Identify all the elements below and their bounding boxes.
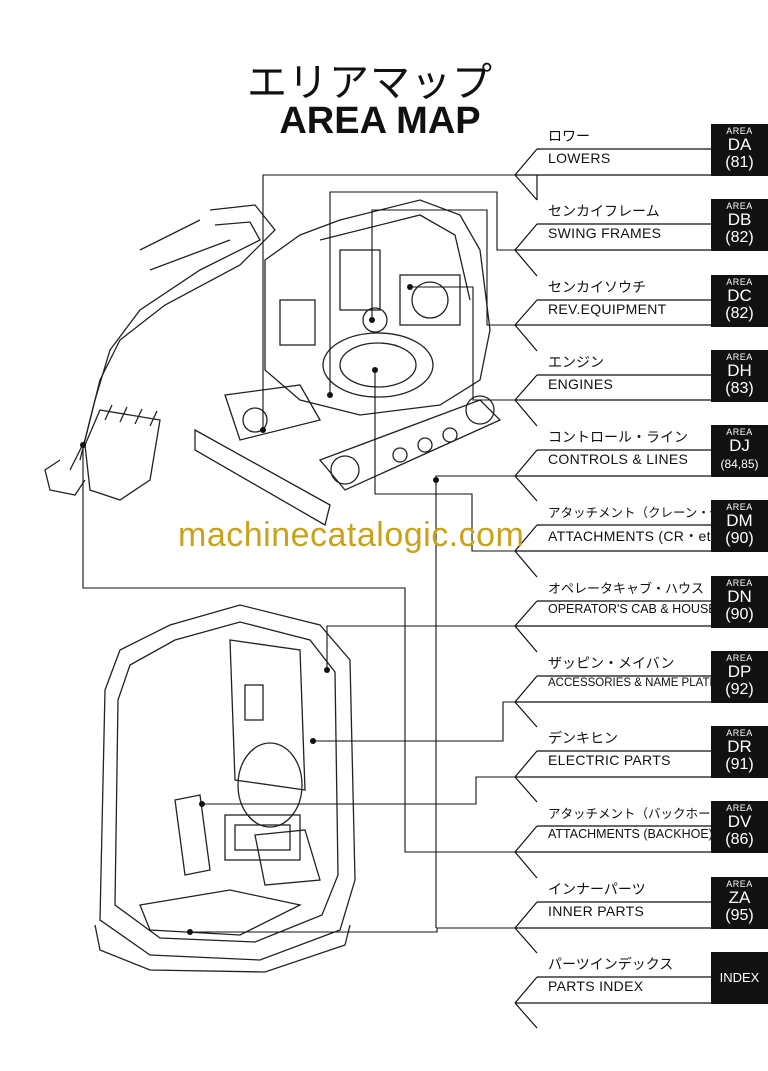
area-row-dh[interactable]: エンジン ENGINES AREA DH (83): [515, 350, 768, 402]
page-title-jp: エリアマップ: [247, 60, 493, 106]
area-name-jp: パーツインデックス: [548, 957, 674, 973]
area-label: AREA: [726, 126, 753, 136]
area-code: DM: [726, 511, 753, 530]
area-code: DC: [727, 286, 752, 305]
area-page: (90): [725, 530, 754, 547]
area-page: (82): [725, 229, 754, 246]
area-badge: AREA DC (82): [711, 275, 768, 327]
area-code: DB: [727, 210, 752, 229]
area-row-dn[interactable]: オペレータキャブ・ハウス OPERATOR'S CAB & HOUSE AREA…: [515, 576, 768, 628]
page-title-en: AREA MAP: [279, 100, 481, 142]
area-row-db[interactable]: センカイフレーム SWING FRAMES AREA DB (82): [515, 199, 768, 251]
area-row-index[interactable]: パーツインデックス PARTS INDEX INDEX: [515, 952, 768, 1004]
callout-leaders: [82, 174, 515, 933]
area-name-jp: センカイソウチ: [548, 280, 646, 296]
area-badge: AREA DA (81): [711, 124, 768, 176]
area-name-en: REV.EQUIPMENT: [548, 301, 667, 317]
area-label: AREA: [726, 502, 753, 512]
area-badge: AREA DH (83): [711, 350, 768, 402]
index-badge: INDEX: [711, 952, 768, 1004]
area-badge: AREA DB (82): [711, 199, 768, 251]
area-label: AREA: [726, 427, 753, 437]
area-badge: AREA DJ (84,85): [711, 425, 768, 477]
area-name-en: INNER PARTS: [548, 903, 645, 919]
area-badge: AREA DP (92): [711, 651, 768, 703]
area-row-dm[interactable]: アタッチメント（クレーン・他） ATTACHMENTS (CR・etc) ARE…: [515, 500, 768, 552]
area-badge: AREA DN (90): [711, 576, 768, 628]
area-page: (86): [725, 831, 754, 848]
area-name-en: ATTACHMENTS (CR・etc): [548, 528, 724, 544]
area-row-dj[interactable]: コントロール・ライン CONTROLS & LINES AREA DJ (84,…: [515, 425, 768, 477]
area-name-en: LOWERS: [548, 150, 611, 166]
excavator-illustration: [44, 199, 502, 526]
area-name-en: ATTACHMENTS (BACKHOE): [548, 827, 713, 841]
area-code: DV: [727, 812, 752, 831]
cab-illustration: [94, 604, 356, 973]
area-name-jp: センカイフレーム: [548, 204, 660, 220]
area-name-jp: ザッピン・メイバン: [548, 656, 675, 672]
area-row-dc[interactable]: センカイソウチ REV.EQUIPMENT AREA DC (82): [515, 275, 768, 327]
area-page: (83): [725, 380, 754, 397]
area-row-dp[interactable]: ザッピン・メイバン ACCESSORIES & NAME PLATES AREA…: [515, 651, 768, 703]
area-label: AREA: [726, 728, 753, 738]
area-name-jp: エンジン: [548, 355, 604, 371]
index-label: INDEX: [719, 970, 760, 985]
area-code: DN: [727, 587, 752, 606]
area-code: DP: [727, 662, 752, 681]
area-badge: AREA DR (91): [711, 726, 768, 778]
area-name-jp: コントロール・ライン: [548, 430, 688, 446]
area-name-jp: オペレータキャブ・ハウス: [548, 582, 705, 597]
area-label: AREA: [726, 352, 753, 362]
area-name-en: OPERATOR'S CAB & HOUSE: [548, 602, 717, 616]
area-page: (81): [725, 154, 754, 171]
area-name-en: ELECTRIC PARTS: [548, 752, 671, 768]
area-name-en: SWING FRAMES: [548, 225, 662, 241]
area-code: DR: [727, 737, 752, 756]
area-name-en: ENGINES: [548, 376, 614, 392]
callout-dots: [80, 284, 439, 935]
area-badge: AREA ZA (95): [711, 877, 768, 929]
area-page: (84,85): [720, 457, 759, 471]
area-name-jp: デンキヒン: [548, 731, 618, 747]
area-row-dr[interactable]: デンキヒン ELECTRIC PARTS AREA DR (91): [515, 726, 768, 778]
area-code: ZA: [728, 888, 751, 907]
area-page: (92): [725, 681, 754, 698]
row-frames: [514, 148, 711, 1029]
area-label: AREA: [726, 879, 753, 889]
area-row-da[interactable]: ロワー LOWERS AREA DA (81): [515, 124, 768, 176]
area-page: (95): [725, 907, 754, 924]
area-label: AREA: [726, 277, 753, 287]
area-page: (91): [725, 756, 754, 773]
area-name-en: CONTROLS & LINES: [548, 451, 689, 467]
area-name-en: ACCESSORIES & NAME PLATES: [548, 677, 725, 689]
area-page: (90): [725, 606, 754, 623]
area-name-jp: ロワー: [548, 129, 590, 145]
area-label: AREA: [726, 803, 753, 813]
area-code: DJ: [729, 436, 750, 455]
area-row-za[interactable]: インナーパーツ INNER PARTS AREA ZA (95): [515, 877, 768, 929]
area-name-jp: アタッチメント（クレーン・他）: [548, 505, 735, 520]
area-badge: AREA DV (86): [711, 801, 768, 853]
area-label: AREA: [726, 201, 753, 211]
area-name-en: PARTS INDEX: [548, 978, 644, 994]
area-name-jp: インナーパーツ: [548, 882, 646, 898]
area-label: AREA: [726, 653, 753, 663]
area-code: DA: [727, 135, 752, 154]
area-badge: AREA DM (90): [711, 500, 768, 552]
area-page: (82): [725, 305, 754, 322]
watermark: machinecatalogic.com: [178, 516, 525, 554]
area-label: AREA: [726, 578, 753, 588]
area-code: DH: [727, 361, 752, 380]
area-name-jp: アタッチメント（バックホー）: [548, 806, 724, 821]
area-row-dv[interactable]: アタッチメント（バックホー） ATTACHMENTS (BACKHOE) ARE…: [515, 801, 768, 853]
